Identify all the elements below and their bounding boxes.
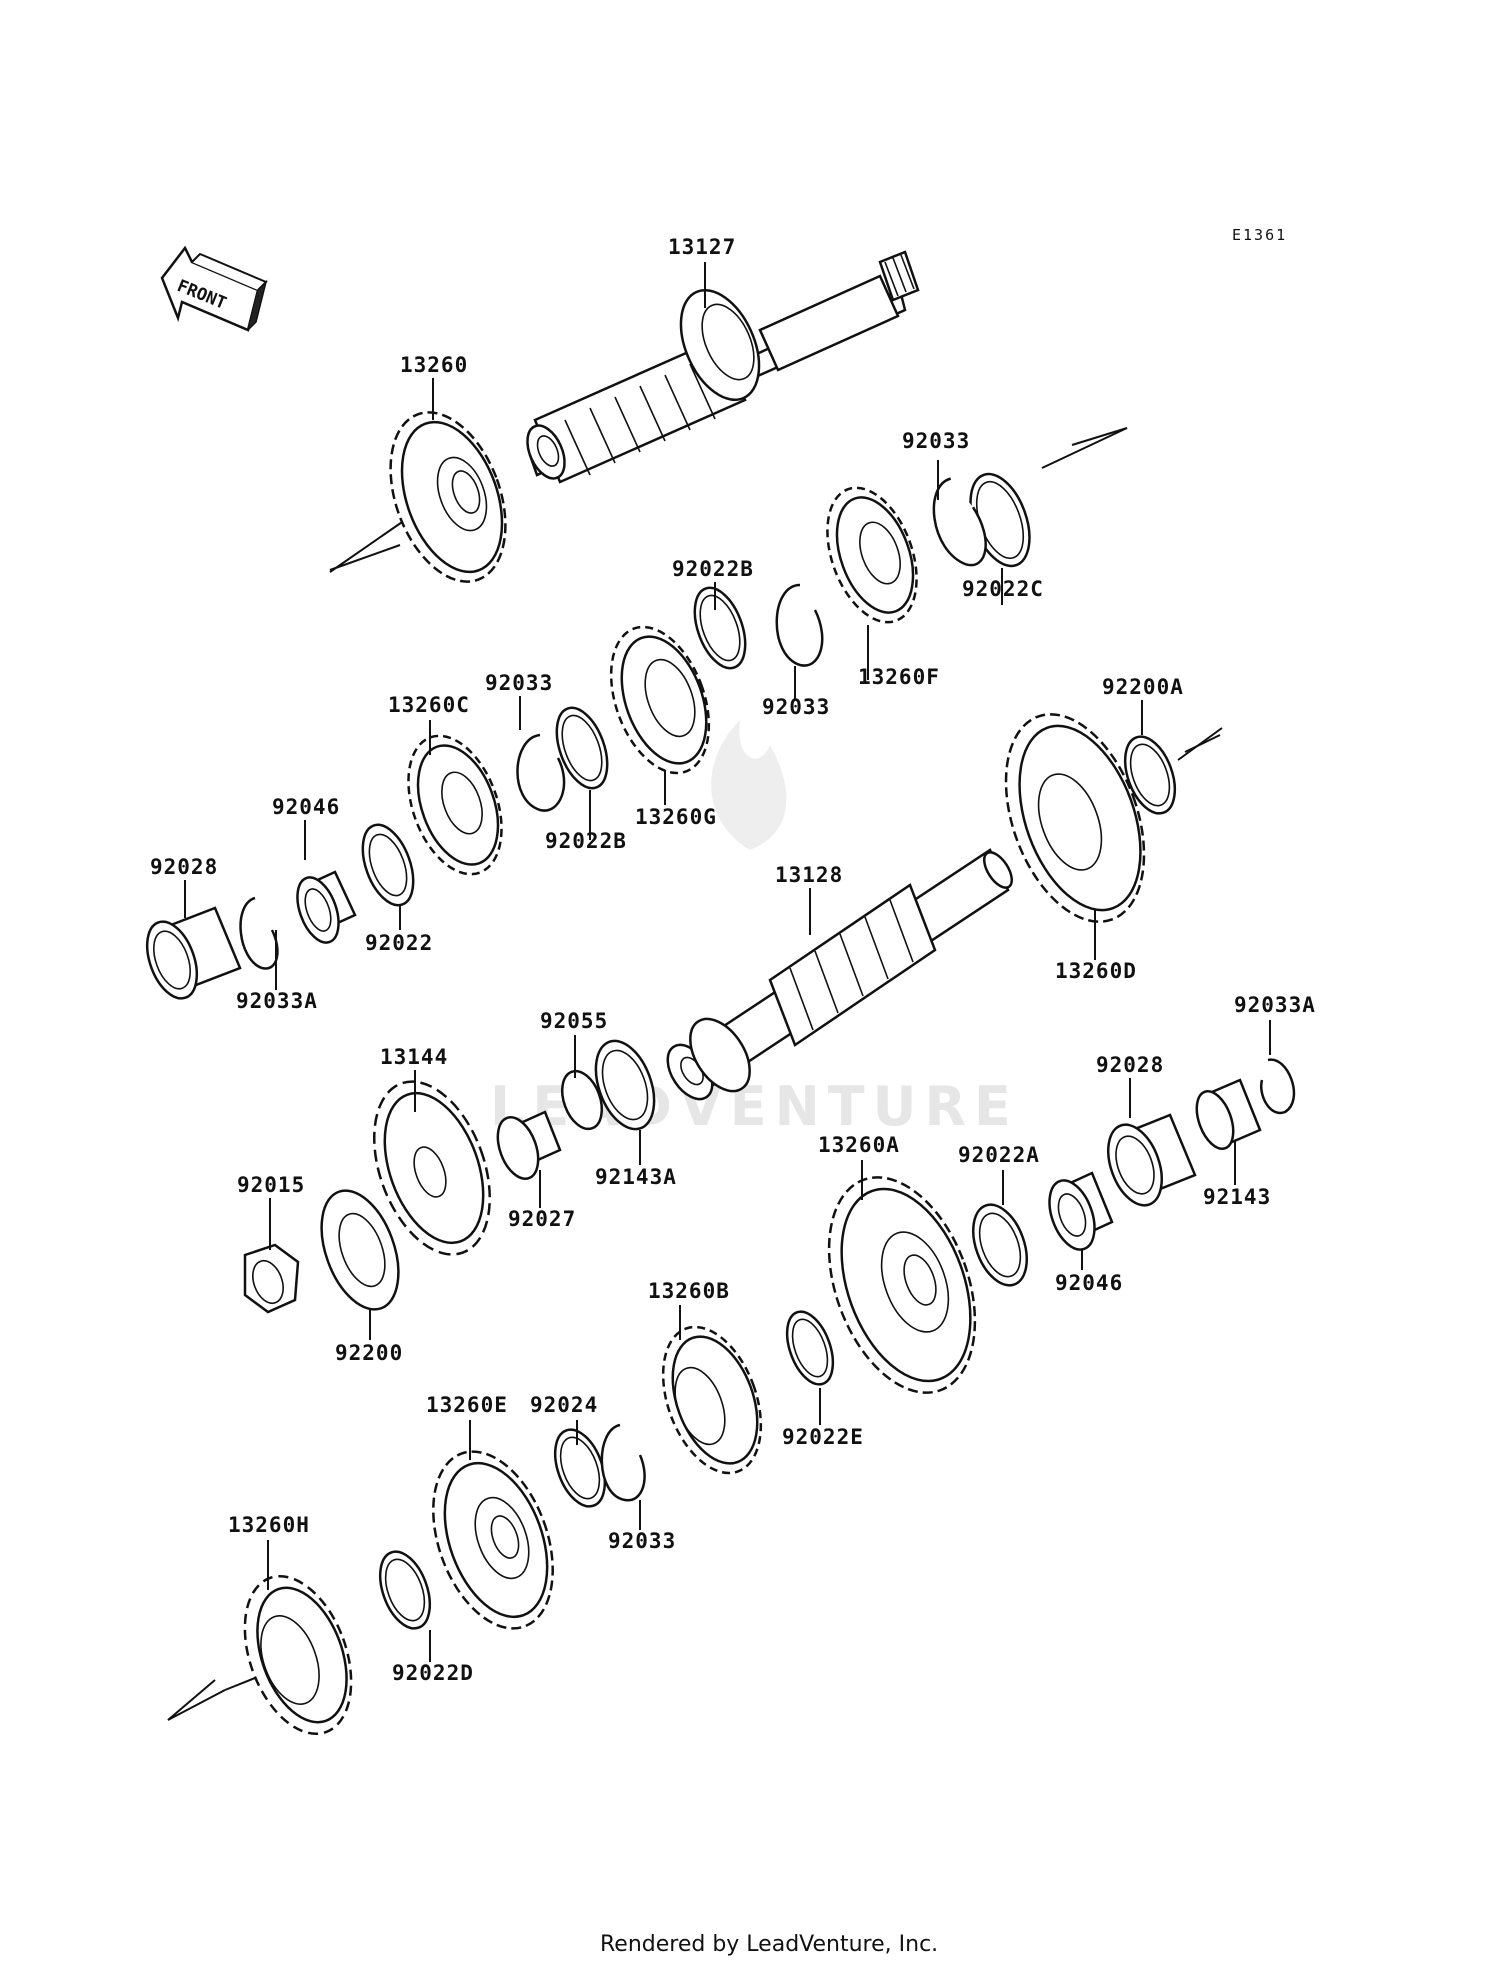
label-92033[interactable]: 92033 — [608, 1529, 676, 1553]
label-92022A[interactable]: 92022A — [958, 1143, 1040, 1167]
gear-13260F[interactable] — [810, 476, 933, 635]
gear-13260G[interactable] — [593, 614, 728, 787]
circlip-92033-d[interactable] — [600, 1423, 646, 1502]
label-13260G[interactable]: 13260G — [635, 805, 717, 829]
label-92015[interactable]: 92015 — [237, 1173, 305, 1197]
circlip-92033-a[interactable] — [928, 475, 989, 571]
label-13260[interactable]: 13260 — [400, 353, 468, 377]
gear-13260B[interactable] — [645, 1314, 780, 1487]
o-ring-92055[interactable] — [555, 1066, 609, 1135]
label-13260D[interactable]: 13260D — [1055, 959, 1137, 983]
bearing-92028-a[interactable] — [138, 906, 242, 1005]
label-92033A[interactable]: 92033A — [236, 989, 318, 1013]
gear-13260C[interactable] — [391, 723, 519, 887]
washer-92022E[interactable] — [778, 1305, 842, 1390]
label-92143[interactable]: 92143 — [1203, 1185, 1271, 1209]
label-13260B[interactable]: 13260B — [648, 1279, 730, 1303]
label-13260E[interactable]: 13260E — [426, 1393, 508, 1417]
label-13260H[interactable]: 13260H — [228, 1513, 310, 1537]
leader-lines — [184, 262, 1271, 1662]
label-92028[interactable]: 92028 — [150, 855, 218, 879]
gear-13260[interactable] — [369, 397, 527, 598]
gear-13260D[interactable] — [980, 695, 1170, 940]
needle-bearing-92046-a[interactable] — [289, 870, 357, 948]
gear-13260A[interactable] — [802, 1157, 1003, 1413]
gear-13260E[interactable] — [411, 1435, 575, 1645]
collar-92143A[interactable] — [585, 1033, 665, 1137]
label-92022C[interactable]: 92022C — [962, 577, 1044, 601]
flame-logo-watermark — [711, 720, 787, 850]
label-92200A[interactable]: 92200A — [1102, 675, 1184, 699]
label-13260A[interactable]: 13260A — [818, 1133, 900, 1157]
label-13144[interactable]: 13144 — [380, 1045, 448, 1069]
label-92022D[interactable]: 92022D — [392, 1661, 474, 1685]
label-92200[interactable]: 92200 — [335, 1341, 403, 1365]
label-13127[interactable]: 13127 — [668, 235, 736, 259]
label-92046[interactable]: 92046 — [1055, 1271, 1123, 1295]
label-92027[interactable]: 92027 — [508, 1207, 576, 1231]
washer-92022[interactable] — [353, 818, 423, 912]
label-92022B[interactable]: 92022B — [545, 829, 627, 853]
label-92033[interactable]: 92033 — [902, 429, 970, 453]
shaft-13128[interactable] — [659, 848, 1018, 1107]
label-92022B[interactable]: 92022B — [672, 557, 754, 581]
label-92046[interactable]: 92046 — [272, 795, 340, 819]
washer-92200[interactable] — [307, 1180, 413, 1320]
washer-92022B-b[interactable] — [547, 701, 617, 795]
label-92055[interactable]: 92055 — [540, 1009, 608, 1033]
label-92033[interactable]: 92033 — [762, 695, 830, 719]
shaft-13127[interactable] — [520, 250, 920, 484]
label-13128[interactable]: 13128 — [775, 863, 843, 887]
circlip-92033A-b[interactable] — [1259, 1058, 1296, 1115]
diagram-code: E1361 — [1232, 226, 1287, 244]
bearing-92028-b[interactable] — [1098, 1113, 1197, 1213]
circlip-92033-b[interactable] — [775, 583, 824, 667]
circlip-92033-c[interactable] — [516, 733, 566, 812]
washer-92200A[interactable] — [1116, 730, 1185, 820]
footer-credit: Rendered by LeadVenture, Inc. — [600, 1932, 938, 1957]
sprocket-13144[interactable] — [352, 1066, 511, 1271]
washer-92022D[interactable] — [371, 1545, 440, 1635]
label-92022E[interactable]: 92022E — [782, 1425, 864, 1449]
label-92033[interactable]: 92033 — [485, 671, 553, 695]
label-92024[interactable]: 92024 — [530, 1393, 598, 1417]
label-92028[interactable]: 92028 — [1096, 1053, 1164, 1077]
needle-bearing-92046-b[interactable] — [1041, 1171, 1114, 1256]
nut-92015[interactable] — [243, 1243, 300, 1314]
part-labels: 13127 13260 92033 92022C 92022B 92033 13… — [150, 235, 1316, 1685]
washer-92022B-a[interactable] — [685, 581, 755, 675]
collar-92027[interactable] — [490, 1110, 562, 1184]
label-92143A[interactable]: 92143A — [595, 1165, 677, 1189]
label-13260F[interactable]: 13260F — [858, 665, 940, 689]
washer-92022A[interactable] — [963, 1197, 1037, 1292]
front-direction-arrow: FRONT — [160, 245, 268, 332]
gear-13260H[interactable] — [225, 1562, 371, 1749]
label-92033A[interactable]: 92033A — [1234, 993, 1316, 1017]
collar-92143[interactable] — [1190, 1078, 1262, 1154]
label-92022[interactable]: 92022 — [365, 931, 433, 955]
label-13260C[interactable]: 13260C — [388, 693, 470, 717]
circlip-92033A-a[interactable] — [239, 896, 279, 970]
